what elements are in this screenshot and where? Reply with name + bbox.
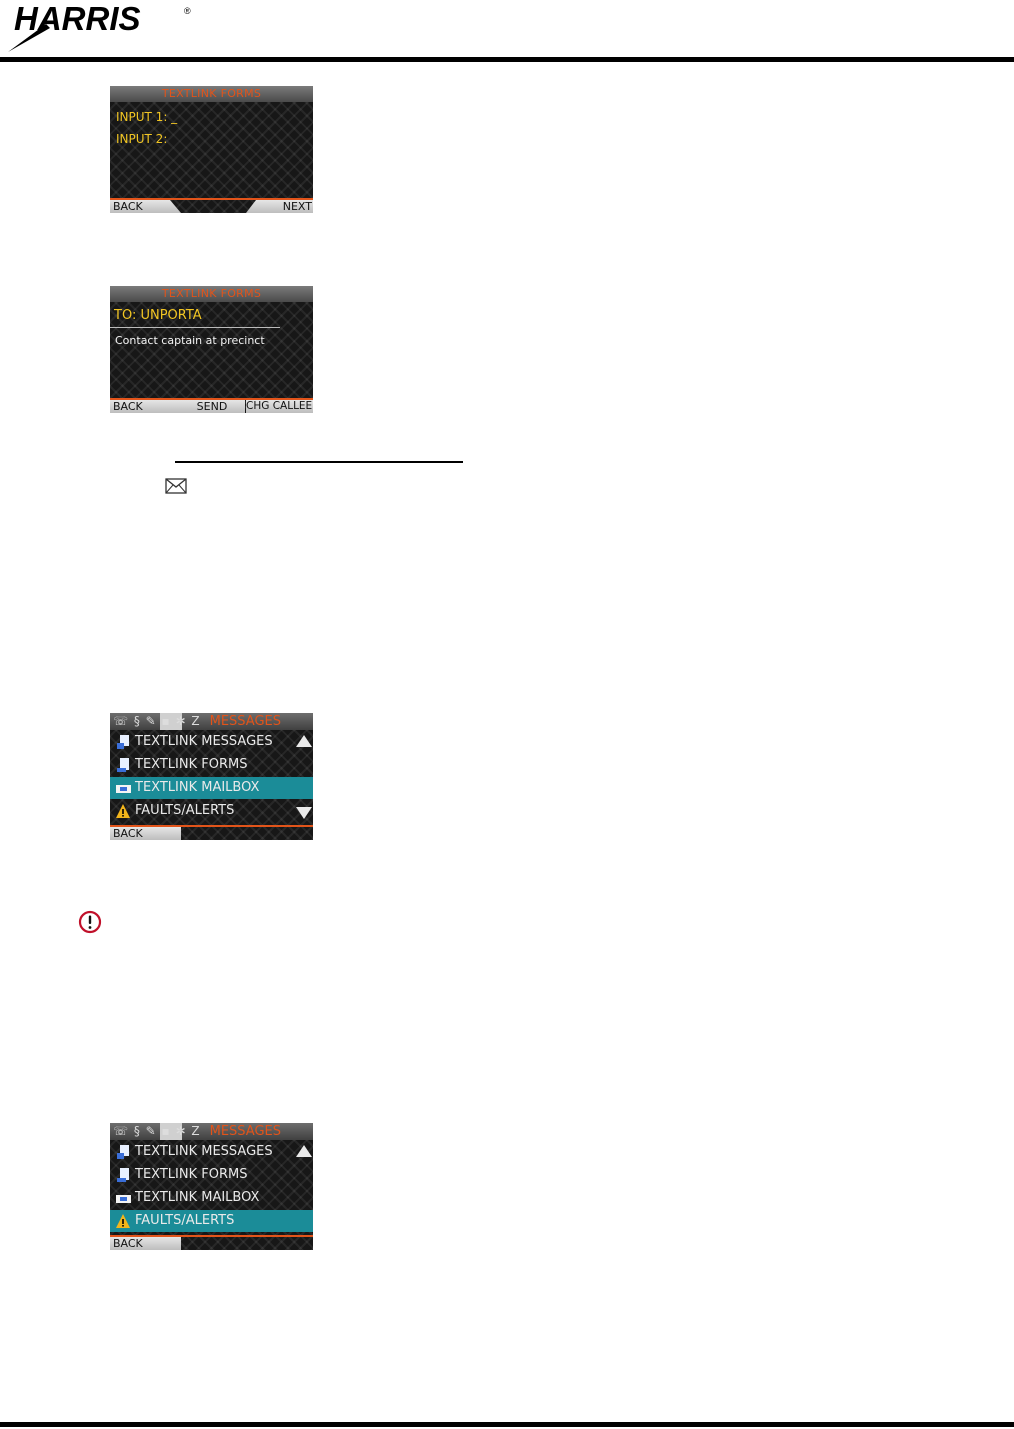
harris-logo: HARRIS ®: [8, 0, 191, 52]
header-rule: [0, 57, 1014, 62]
chg-callee-softkey[interactable]: CHG CALLEE: [246, 400, 313, 413]
input-2-field: INPUT 2:: [116, 132, 168, 146]
menu-title: MESSAGES: [209, 1124, 281, 1139]
menu-item-textlink-forms[interactable]: TEXTLINK FORMS: [110, 1164, 313, 1186]
screen-title: TEXTLINK FORMS: [110, 86, 313, 102]
warning-icon: [116, 1214, 130, 1228]
menu-item-textlink-messages[interactable]: TEXTLINK MESSAGES: [110, 1141, 313, 1163]
input-1-field: INPUT 1: _: [116, 110, 178, 124]
menu-title: MESSAGES: [209, 714, 281, 729]
back-softkey[interactable]: BACK: [110, 400, 181, 413]
envelope-icon: [165, 478, 187, 494]
form-icon: [117, 758, 129, 772]
back-softkey[interactable]: BACK: [110, 1237, 181, 1250]
messages-tab: [160, 1123, 182, 1140]
message-text: Contact captain at precinct: [115, 334, 265, 347]
brand-text: HARRIS: [14, 0, 141, 37]
screen-textlink-forms-send: TEXTLINK FORMS TO: UNPORTA Contact capta…: [110, 286, 313, 413]
to-line: TO: UNPORTA: [114, 308, 202, 323]
back-softkey[interactable]: BACK: [110, 200, 181, 213]
messages-tab: [160, 713, 182, 730]
menu-item-textlink-forms[interactable]: TEXTLINK FORMS: [110, 754, 313, 776]
scroll-down-icon[interactable]: [296, 807, 312, 819]
mailbox-icon: [116, 1195, 131, 1203]
screen-title: TEXTLINK FORMS: [110, 286, 313, 302]
section-rule: [175, 461, 463, 463]
menu-item-textlink-messages[interactable]: TEXTLINK MESSAGES: [110, 731, 313, 753]
mailbox-icon: [116, 785, 131, 793]
menu-item-faults-alerts[interactable]: FAULTS/ALERTS: [110, 1210, 313, 1232]
menu-category-icons: ☏ § ✎ ▪ ✲ Z: [113, 714, 201, 728]
send-softkey[interactable]: SEND: [179, 400, 245, 413]
menu-item-faults-alerts[interactable]: FAULTS/ALERTS: [110, 800, 313, 822]
menu-item-textlink-mailbox[interactable]: TEXTLINK MAILBOX: [110, 1187, 313, 1209]
menu-category-icons: ☏ § ✎ ▪ ✲ Z: [113, 1124, 201, 1138]
screen-textlink-forms-inputs: TEXTLINK FORMS INPUT 1: _ INPUT 2: BACK …: [110, 86, 313, 213]
form-icon: [117, 1168, 129, 1182]
screen-messages-mailbox: ☏ § ✎ ▪ ✲ Z MESSAGES TEXTLINK MESSAGES T…: [110, 713, 313, 840]
caution-icon: [78, 910, 102, 934]
svg-text:®: ®: [184, 6, 191, 16]
screen-messages-faults: ☏ § ✎ ▪ ✲ Z MESSAGES TEXTLINK MESSAGES T…: [110, 1123, 313, 1250]
messages-icon: [117, 735, 129, 749]
messages-icon: [117, 1145, 129, 1159]
back-softkey[interactable]: BACK: [110, 827, 181, 840]
scroll-up-icon[interactable]: [296, 735, 312, 747]
warning-icon: [116, 804, 130, 818]
menu-item-textlink-mailbox[interactable]: TEXTLINK MAILBOX: [110, 777, 313, 799]
footer-rule: [0, 1422, 1014, 1427]
next-softkey[interactable]: NEXT: [246, 200, 313, 213]
scroll-up-icon[interactable]: [296, 1145, 312, 1157]
